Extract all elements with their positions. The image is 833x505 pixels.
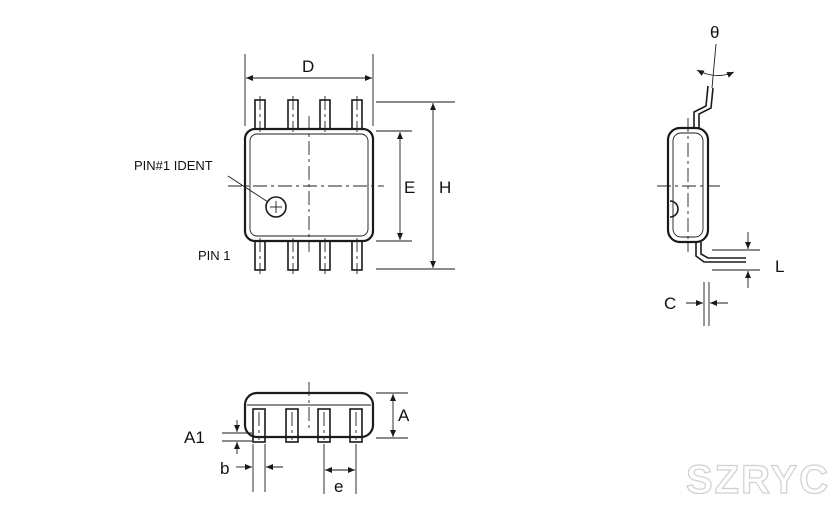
side-lead-lower (695, 242, 746, 263)
front-view: A A1 b e (184, 382, 410, 496)
dim-E-label: E (404, 178, 415, 197)
lead (252, 408, 266, 443)
dim-e-label: e (334, 477, 343, 496)
dim-A1-label: A1 (184, 428, 205, 447)
pin1-label: PIN 1 (198, 248, 231, 263)
theta-reference-line (711, 43, 717, 89)
pin1-ident-leader (227, 175, 269, 203)
theta-arc (696, 69, 735, 78)
top-leads-upper (254, 96, 363, 132)
dim-L-label: L (775, 257, 784, 276)
dim-A-label: A (398, 406, 410, 425)
dim-H-label: H (439, 178, 451, 197)
top-leads-lower (254, 238, 363, 274)
dim-b-label: b (220, 459, 229, 478)
top-view: PIN#1 IDENT PIN 1 D E H (134, 54, 455, 274)
dim-C-label: C (664, 294, 676, 313)
side-lead-lower-inner (700, 242, 746, 259)
side-pin-mark (669, 200, 679, 218)
lead (317, 408, 331, 443)
lead (285, 408, 299, 443)
front-leads (252, 408, 363, 443)
watermark: SZRYC (686, 458, 830, 502)
side-view: θ L C (657, 23, 784, 326)
lead (349, 408, 363, 443)
pin1-ident-label: PIN#1 IDENT (134, 158, 213, 173)
side-lead-upper (693, 85, 709, 128)
theta-label: θ (710, 23, 719, 42)
pin1-ident-mark (265, 196, 287, 218)
side-lead-upper-inner (698, 87, 714, 128)
dim-D-label: D (302, 57, 314, 76)
